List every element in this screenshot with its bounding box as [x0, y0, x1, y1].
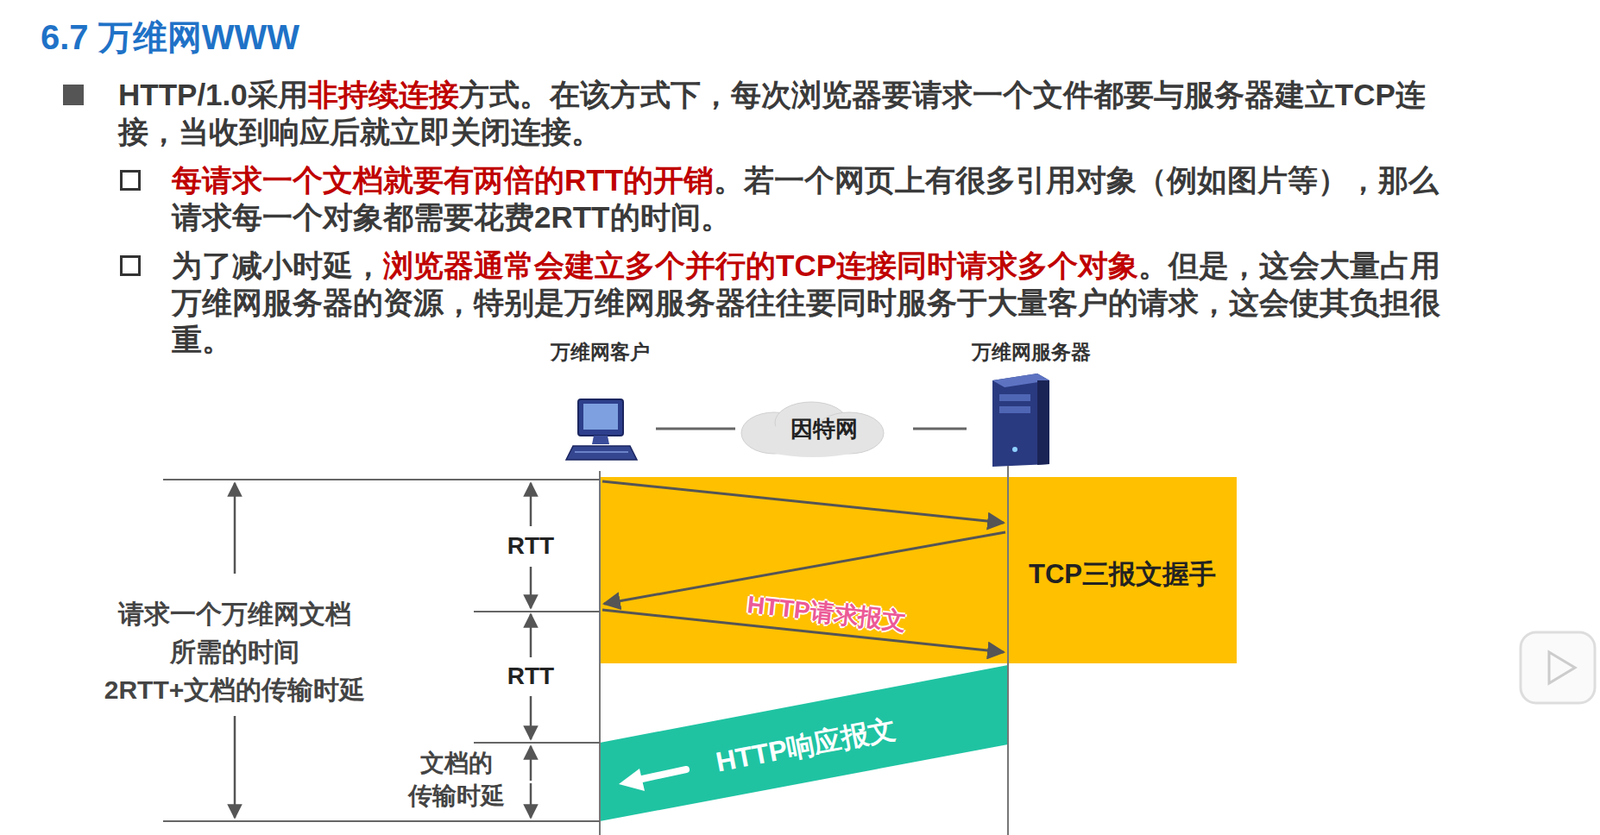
rtt-label: RTT: [491, 661, 570, 693]
node-heading: 万维网客户: [526, 339, 674, 366]
paragraph: HTTP/1.0采用非持续连接方式。在该方式下，每次浏览器要请求一个文件都要与服…: [118, 75, 1456, 151]
hollow-bullet: [119, 255, 141, 277]
node-heading: 万维网服务器: [949, 339, 1114, 366]
network-link: [655, 428, 736, 431]
play-icon: [1549, 652, 1575, 684]
highlight-text: 浏览器通常会建立多个并行的TCP连接同时请求多个对象: [383, 248, 1139, 283]
total-time-label: 请求一个万维网文档 所需的时间 2RTT+文档的传输时延: [88, 595, 382, 710]
server-tower: 万维网服务器: [966, 339, 1097, 469]
node-label: 因特网: [735, 414, 914, 445]
slide-title: 6.7 万维网WWW: [40, 13, 300, 62]
paragraph: 为了减小时延，浏览器通常会建立多个并行的TCP连接同时请求多个对象。但是，这会大…: [171, 246, 1462, 359]
highlight-text: 每请求一个文档就要有两倍的RTT的开销: [171, 163, 714, 197]
paragraph: 每请求一个文档就要有两倍的RTT的开销。若一个网页上有很多引用对象（例如图片等）…: [171, 161, 1462, 236]
timelines: [599, 466, 1008, 835]
body-text: HTTP/1.0采用: [118, 77, 309, 112]
client-timeline: [598, 471, 601, 835]
body-text: 为了减小时延，: [171, 248, 384, 283]
direction-arrowhead: [618, 768, 645, 792]
handshake-arrows: [602, 481, 1006, 653]
hollow-bullet: [119, 170, 141, 191]
dimension-arrows: [234, 483, 531, 819]
play-button: [1520, 632, 1595, 704]
handshake-band: TCP三报文握手: [599, 477, 1237, 664]
network-link: [913, 428, 967, 431]
bracket-lines: [163, 479, 600, 822]
response-band: HTTP响应报文: [599, 665, 1008, 822]
internet-cloud: 因特网: [735, 398, 914, 460]
rtt-label: RTT: [491, 530, 570, 562]
server-timeline: [1007, 466, 1009, 835]
node-label: TCP三报文握手: [1007, 556, 1237, 593]
delay-label: 文档的 传输时延: [391, 747, 522, 813]
client-computer: 万维网客户: [543, 339, 656, 469]
solid-bullet: [62, 84, 84, 106]
direction-arrow: [634, 769, 687, 782]
highlight-text: 非持续连接: [308, 77, 460, 112]
